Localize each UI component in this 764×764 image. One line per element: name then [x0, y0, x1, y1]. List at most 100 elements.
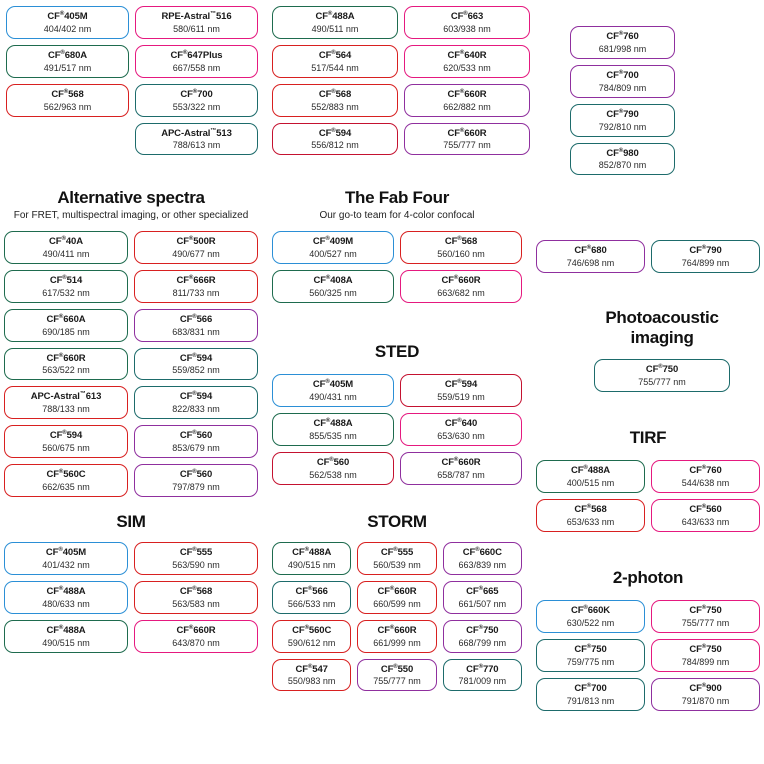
dye-wavelengths: 563/583 nm	[172, 598, 220, 609]
dye-wavelengths: 490/515 nm	[287, 559, 336, 570]
dye-wavelengths: 643/633 nm	[681, 516, 730, 527]
dye-wavelengths: 764/899 nm	[681, 257, 730, 268]
dye-wavelengths: 490/515 nm	[42, 637, 90, 648]
trademark-symbol: ®	[59, 11, 65, 17]
dye-name: CF®560C	[292, 624, 332, 636]
dye-name: CF®660R	[46, 352, 86, 364]
dye-name: CF®750	[689, 643, 722, 656]
dye-wavelengths: 580/611 nm	[173, 23, 220, 34]
dye-name: CF®594	[179, 352, 213, 364]
dye-name: CF®663	[450, 11, 484, 23]
trademark-symbol: ®	[701, 643, 707, 650]
trademark-symbol: ®	[475, 547, 480, 553]
dye-name: CF®40A	[49, 236, 83, 248]
trademark-symbol: ®	[701, 682, 707, 689]
trademark-symbol: ®	[453, 456, 459, 463]
trademark-symbol: ®	[182, 49, 188, 56]
dye-wavelengths: 559/852 nm	[172, 365, 220, 376]
dye-name: APC-Astral™513	[161, 127, 232, 139]
trademark-symbol: ®	[60, 49, 65, 56]
trademark-symbol: ®	[586, 245, 592, 251]
dye-wavelengths: 662/882 nm	[443, 101, 491, 112]
